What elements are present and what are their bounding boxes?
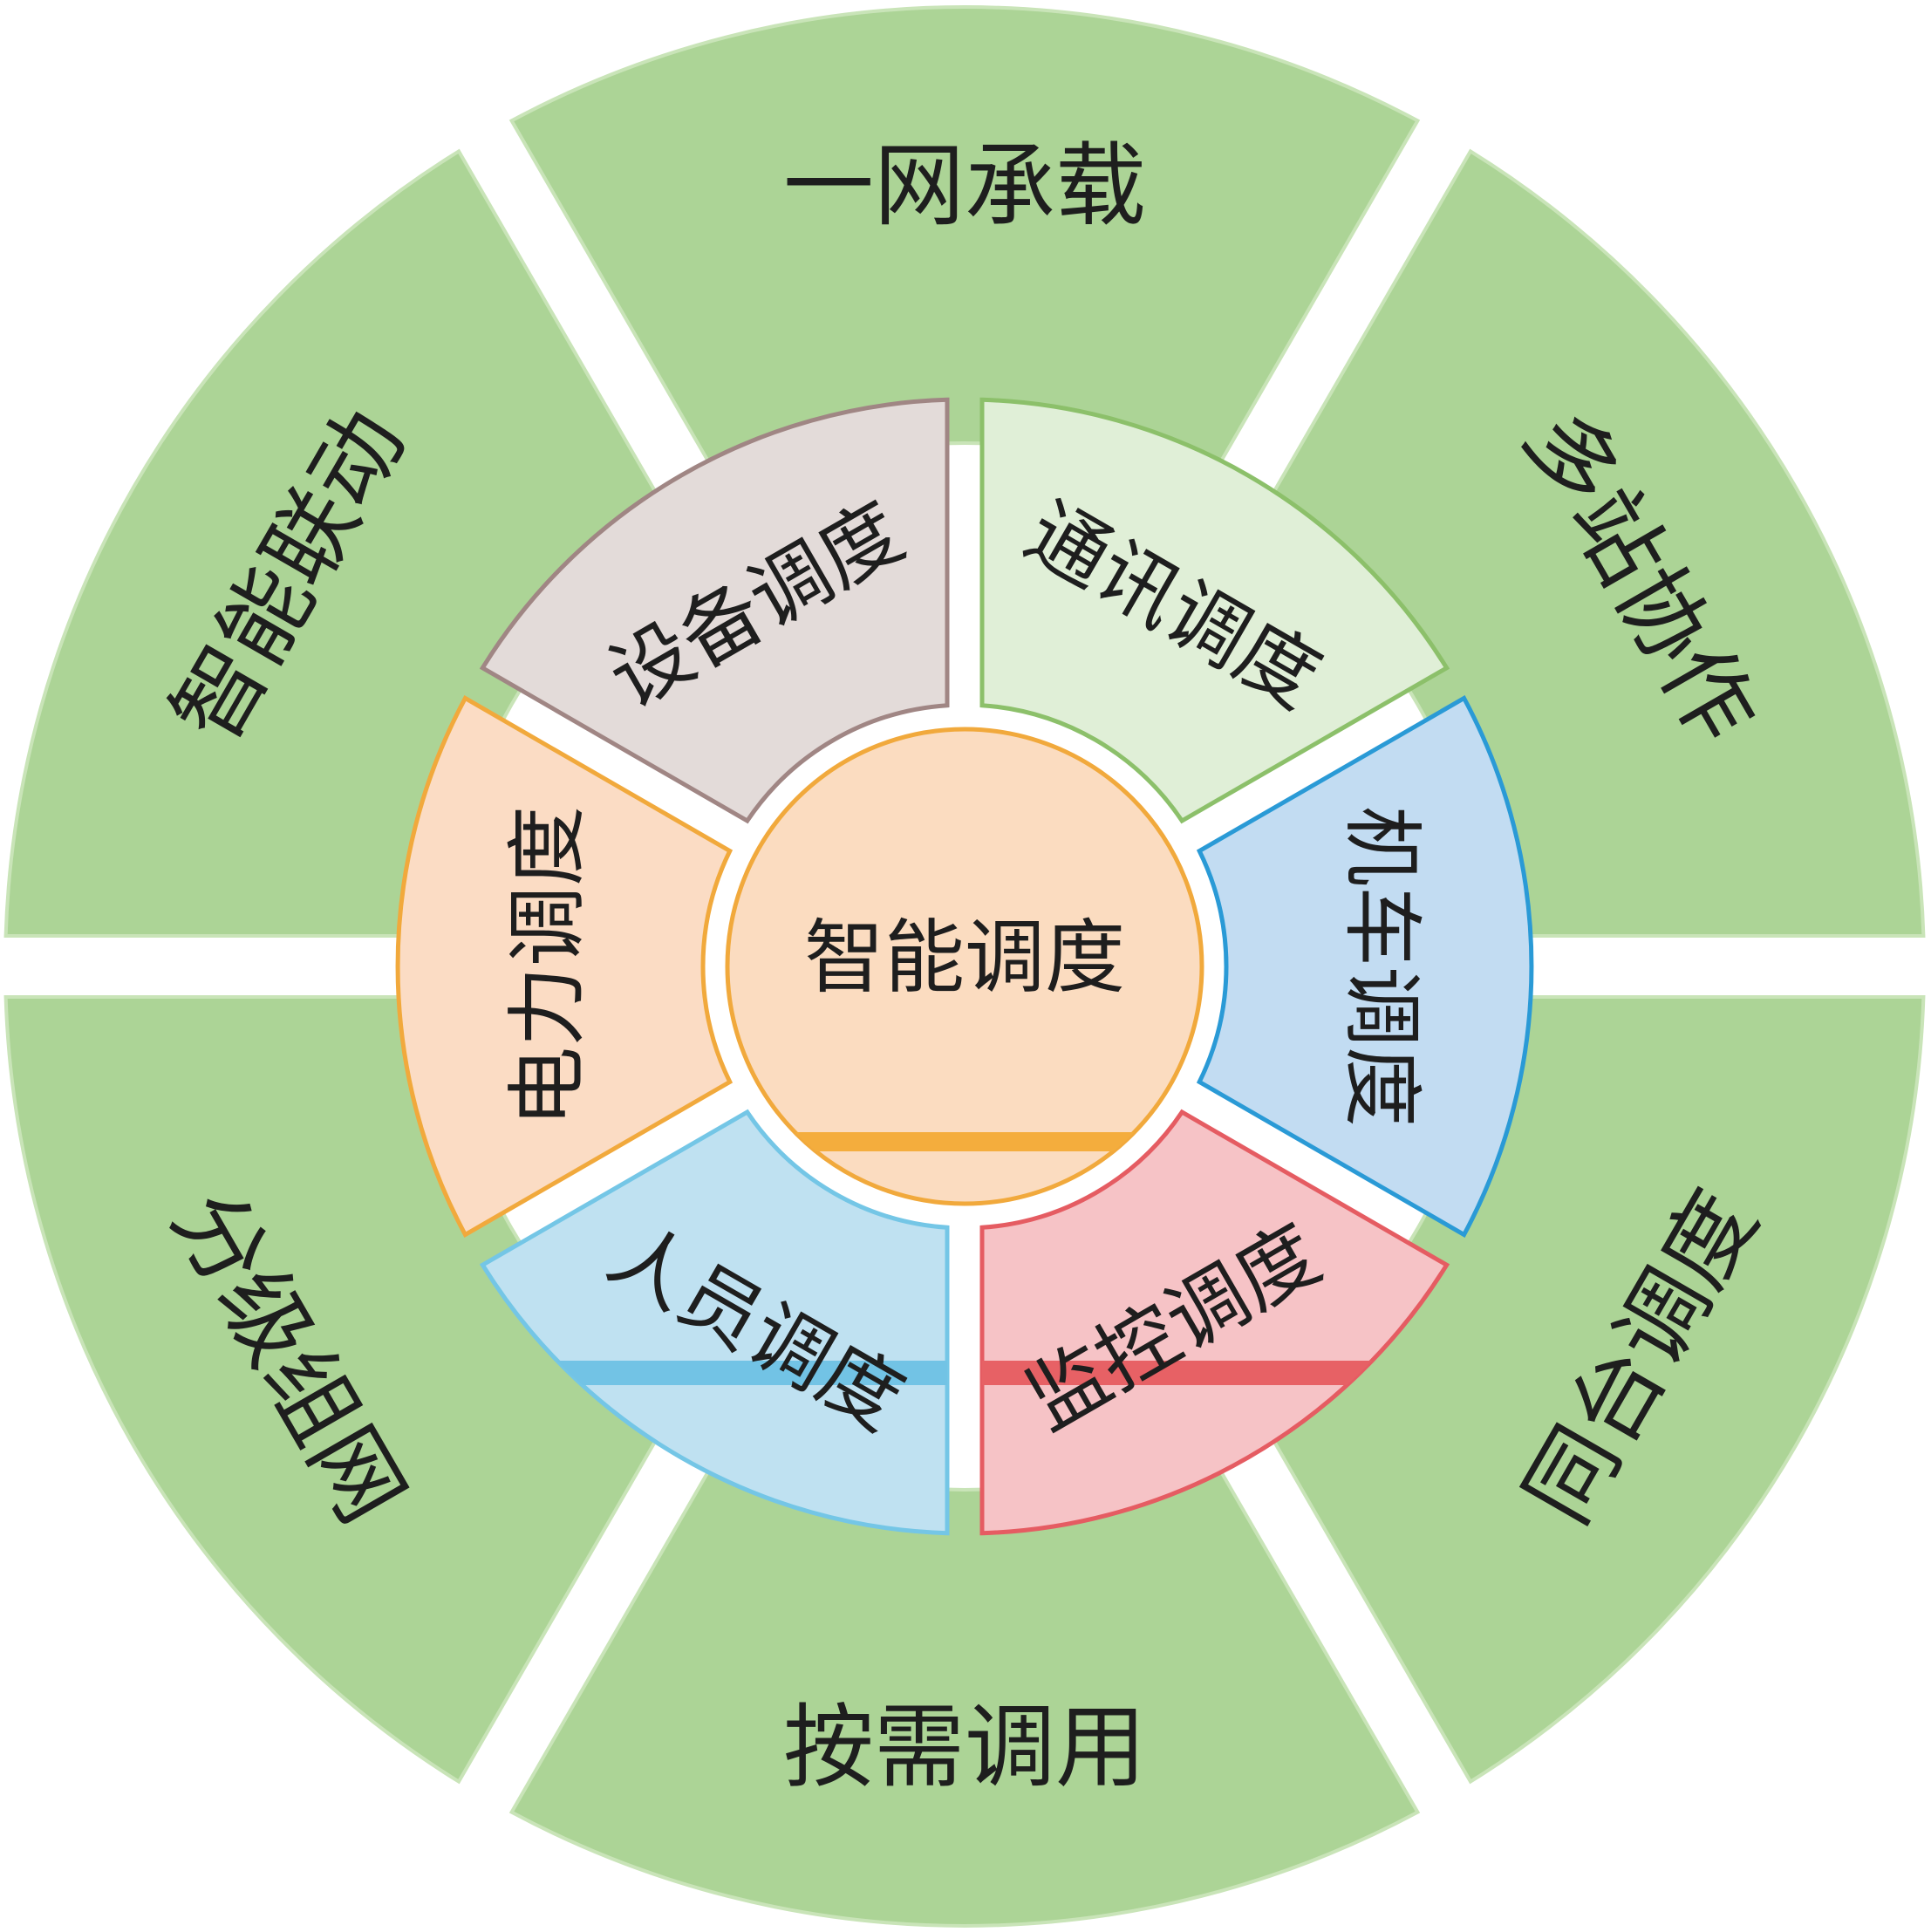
outer-segment: 分级组网 <box>3 995 679 1785</box>
inner-segment: 机车调度 <box>1196 695 1534 1238</box>
center-hub: 智能调度 <box>725 727 1204 1206</box>
inner-segment-shape <box>979 397 1450 824</box>
inner-segment: 监控调度 <box>979 1109 1450 1536</box>
outer-segment-shape <box>508 5 1421 502</box>
outer-segment: 多站协作 <box>1250 148 1926 938</box>
outer-segment-label: 一网承载 <box>783 133 1146 239</box>
inner-segment-shape <box>479 1109 950 1536</box>
outer-segment-shape <box>508 1431 1421 1928</box>
inner-segment: 设备调度 <box>479 397 950 824</box>
center-band <box>727 1132 1202 1151</box>
inner-segment-label: 电力调度 <box>502 806 595 1127</box>
inner-segment: 人员调度 <box>479 1109 950 1536</box>
inner-segment: 通讯调度 <box>979 397 1450 824</box>
outer-segment: 按需调用 <box>508 1431 1421 1928</box>
outer-segment: 智能联动 <box>3 148 679 938</box>
outer-segment-label: 按需调用 <box>783 1694 1146 1800</box>
center-label: 智能调度 <box>804 911 1125 1005</box>
inner-segment: 电力调度 <box>395 695 734 1238</box>
inner-segment-label: 机车调度 <box>1335 806 1429 1127</box>
inner-segment-shape <box>479 397 950 824</box>
outer-segment: 一网承载 <box>508 5 1421 502</box>
inner-segment-shape <box>1196 695 1534 1238</box>
inner-segment-shape <box>395 695 734 1238</box>
center-circle <box>725 727 1204 1206</box>
